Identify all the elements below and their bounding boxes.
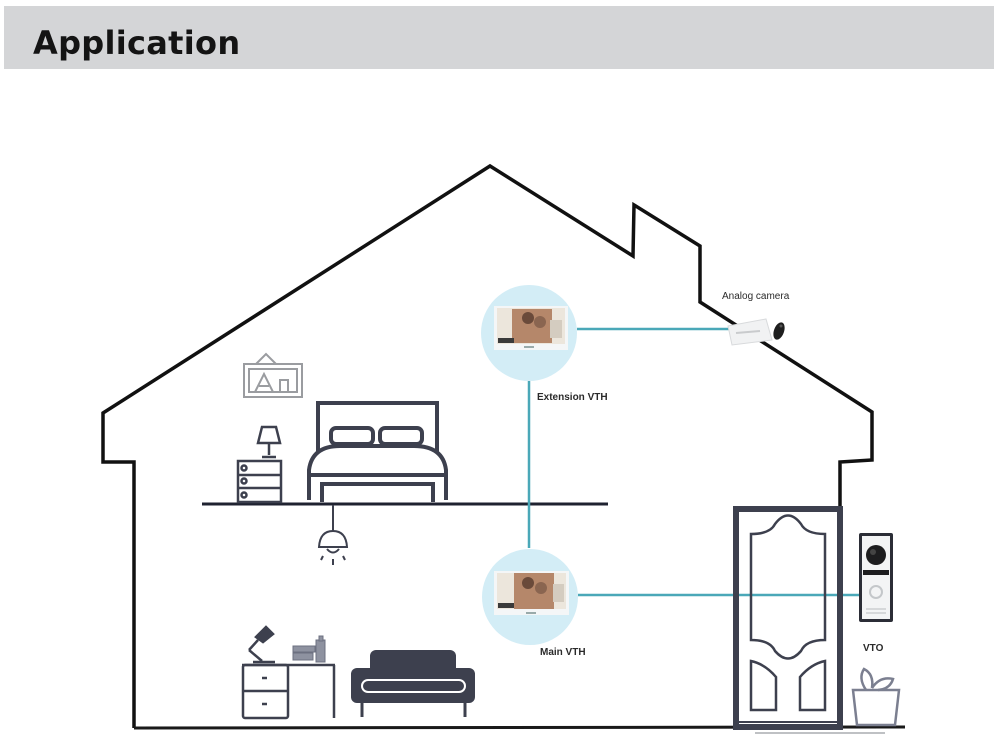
page-title: Application [33, 24, 241, 62]
extension-vth-device[interactable] [481, 285, 577, 381]
desk-icon [241, 663, 336, 720]
nightstand-icon [236, 459, 283, 504]
header-bar: Application [4, 6, 994, 69]
plant-pot-icon [851, 667, 901, 727]
extension-vth-label: Extension VTH [537, 392, 608, 403]
vto-device[interactable] [859, 533, 893, 622]
sofa-icon [351, 650, 475, 717]
main-vth-label: Main VTH [540, 647, 586, 658]
vto-label: VTO [863, 643, 884, 654]
picture-frame-icon [243, 352, 303, 398]
main-vth-device[interactable] [482, 549, 578, 645]
bed-icon [307, 401, 448, 502]
table-lamp-icon [256, 425, 282, 459]
books-icon [292, 635, 326, 663]
ceiling-lamp-icon [317, 505, 349, 565]
house-outline [101, 163, 874, 728]
front-door-icon [733, 506, 843, 730]
analog-camera-label: Analog camera [722, 291, 790, 302]
desk-lamp-icon [248, 625, 275, 664]
analog-camera-device[interactable] [727, 318, 787, 346]
